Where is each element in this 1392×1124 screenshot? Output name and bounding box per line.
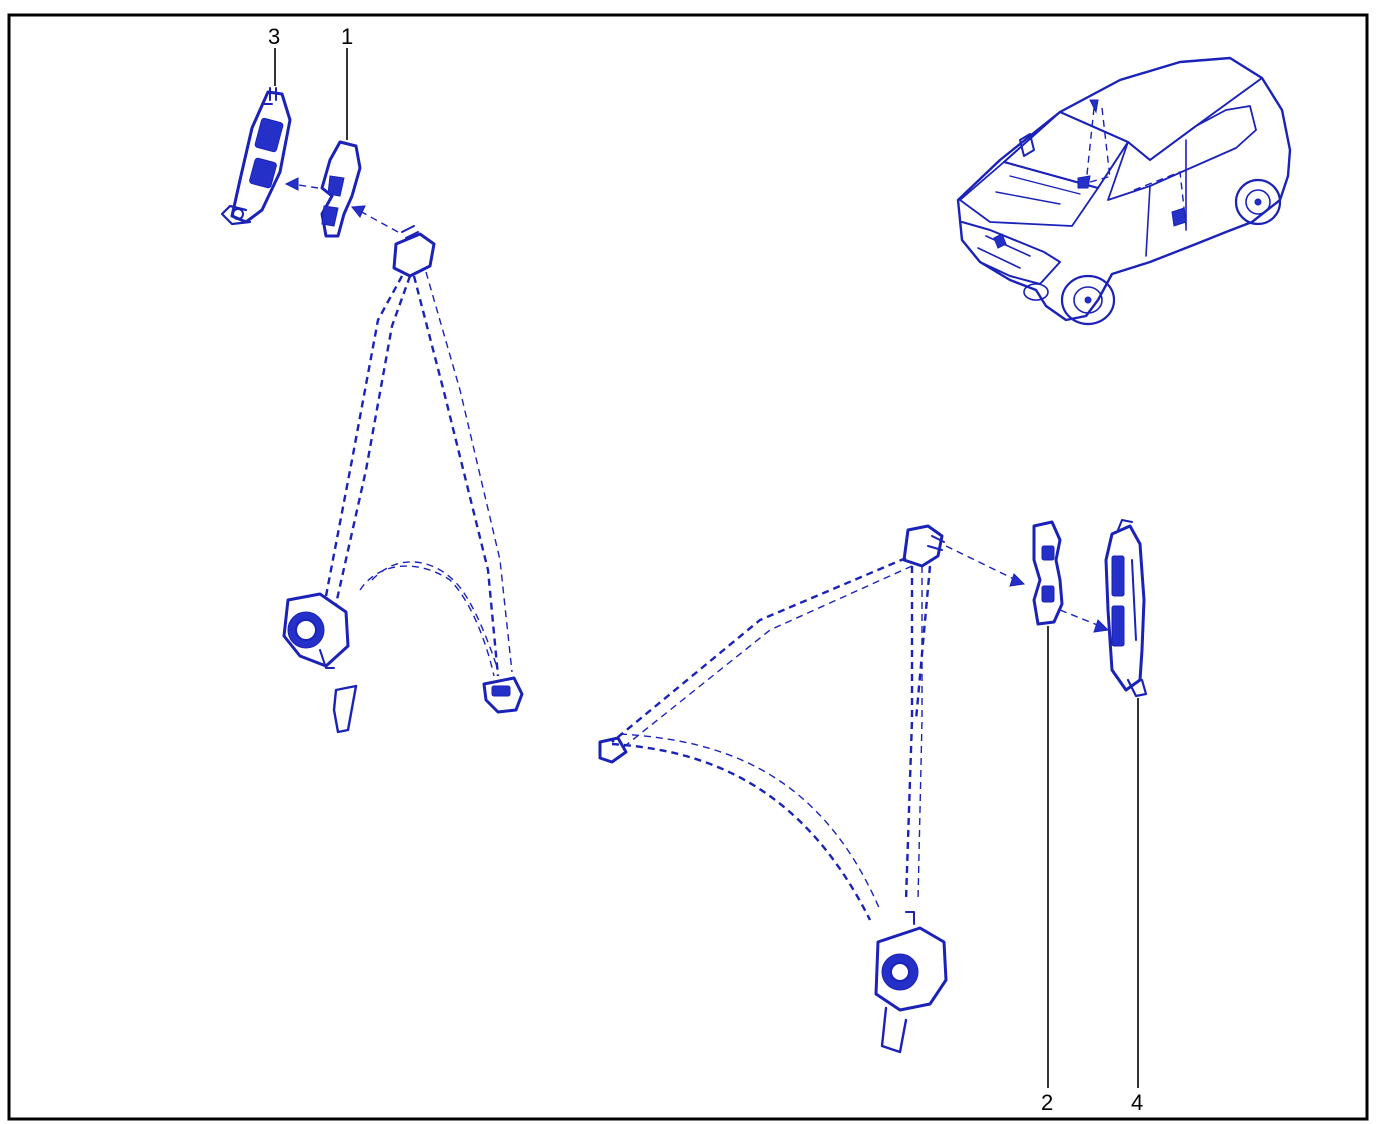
- right-trim-cover: [1032, 520, 1064, 626]
- left-trim-cover: [320, 140, 362, 238]
- callout-1: 1: [341, 24, 353, 140]
- right-height-adjuster-rail: [1104, 519, 1148, 698]
- callout-4: 4: [1131, 698, 1143, 1115]
- callout-2-label: 2: [1041, 1090, 1053, 1115]
- callout-1-label: 1: [341, 24, 353, 49]
- callout-3-label: 3: [268, 24, 280, 49]
- left-seatbelt-assembly: [282, 225, 524, 734]
- vehicle-location-illustration: [956, 56, 1292, 326]
- left-height-adjuster-rail: [220, 87, 292, 226]
- right-assembly-arrows: [945, 545, 1110, 633]
- right-seatbelt-assembly: [598, 524, 948, 1054]
- left-assembly-arrows: [284, 177, 399, 233]
- callout-2: 2: [1041, 626, 1053, 1115]
- callout-3: 3: [268, 24, 280, 86]
- diagram-frame: [7, 13, 1369, 1121]
- callout-4-label: 4: [1131, 1090, 1143, 1115]
